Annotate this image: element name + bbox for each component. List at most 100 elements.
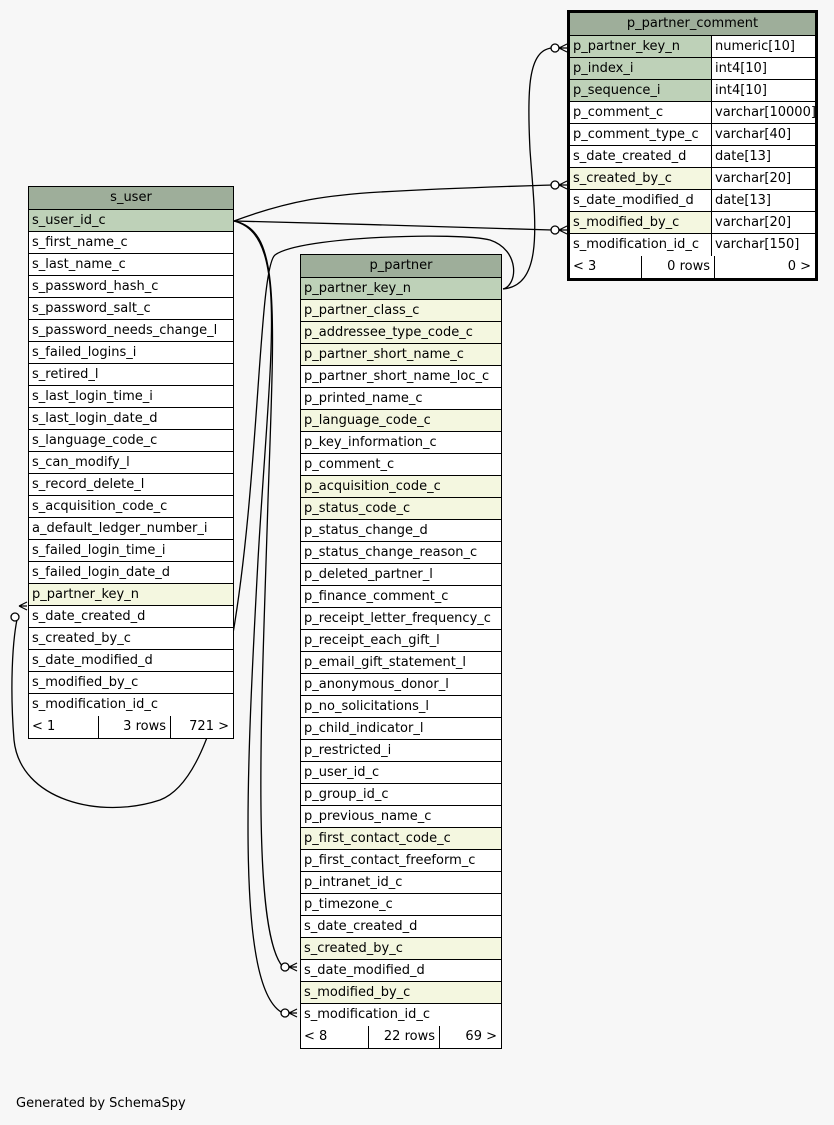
column-row[interactable]: p_restricted_i <box>301 740 501 762</box>
column-row[interactable]: p_printed_name_c <box>301 388 501 410</box>
parents-link[interactable]: < 1 <box>32 719 56 734</box>
column-name: p_partner_class_c <box>304 303 420 318</box>
column-row[interactable]: s_date_modified_d <box>29 650 233 672</box>
column-name: s_language_code_c <box>32 433 158 448</box>
column-row[interactable]: s_created_by_c <box>301 938 501 960</box>
column-row[interactable]: s_retired_l <box>29 364 233 386</box>
column-row[interactable]: s_language_code_c <box>29 430 233 452</box>
column-row[interactable]: s_password_salt_c <box>29 298 233 320</box>
column-row[interactable]: p_user_id_c <box>301 762 501 784</box>
column-row[interactable]: s_first_name_c <box>29 232 233 254</box>
column-row[interactable]: s_last_name_c <box>29 254 233 276</box>
column-row[interactable]: s_user_id_c <box>29 210 233 232</box>
column-row[interactable]: p_status_change_reason_c <box>301 542 501 564</box>
table-title[interactable]: s_user <box>29 187 233 210</box>
column-row[interactable]: p_intranet_id_c <box>301 872 501 894</box>
column-name: p_anonymous_donor_l <box>304 677 449 692</box>
column-row[interactable]: p_comment_c <box>301 454 501 476</box>
children-link[interactable]: 69 > <box>439 1026 501 1048</box>
column-row[interactable]: s_created_by_c <box>29 628 233 650</box>
parents-link[interactable]: < 3 <box>573 259 597 274</box>
column-row[interactable]: p_anonymous_donor_l <box>301 674 501 696</box>
column-row[interactable]: p_group_id_c <box>301 784 501 806</box>
column-row[interactable]: p_partner_short_name_c <box>301 344 501 366</box>
column-name: s_modification_id_c <box>32 697 158 712</box>
column-row[interactable]: p_timezone_c <box>301 894 501 916</box>
column-row[interactable]: p_partner_key_n <box>29 584 233 606</box>
children-link[interactable]: 721 > <box>170 716 233 738</box>
column-row[interactable]: s_last_login_date_d <box>29 408 233 430</box>
table-p-partner[interactable]: p_partner p_partner_key_n p_partner_class… <box>300 254 502 1049</box>
column-type: varchar[40] <box>711 124 815 145</box>
column-name: p_acquisition_code_c <box>304 479 441 494</box>
column-row[interactable]: s_modification_id_c <box>301 1004 501 1026</box>
column-row[interactable]: p_partner_key_n <box>301 278 501 300</box>
table-footer: < 3 0 rows 0 > <box>570 256 815 278</box>
column-row[interactable]: p_key_information_c <box>301 432 501 454</box>
column-row[interactable]: p_previous_name_c <box>301 806 501 828</box>
column-row[interactable]: p_finance_comment_c <box>301 586 501 608</box>
column-row[interactable]: s_record_delete_l <box>29 474 233 496</box>
column-row[interactable]: p_child_indicator_l <box>301 718 501 740</box>
cardinality-marker <box>280 962 290 972</box>
crows-foot-marker <box>288 1008 298 1018</box>
column-row[interactable]: p_addressee_type_code_c <box>301 322 501 344</box>
column-name: s_modified_by_c <box>32 675 139 690</box>
column-row[interactable]: p_status_change_d <box>301 520 501 542</box>
column-row[interactable]: p_deleted_partner_l <box>301 564 501 586</box>
relation-user-partner-key <box>11 235 515 809</box>
children-link[interactable]: 0 > <box>714 256 815 278</box>
column-row[interactable]: s_date_created_d <box>301 916 501 938</box>
column-name: p_status_change_d <box>304 523 428 538</box>
column-row[interactable]: s_date_created_d <box>29 606 233 628</box>
column-name: p_status_code_c <box>304 501 411 516</box>
column-name: p_language_code_c <box>304 413 431 428</box>
column-name: p_partner_key_n <box>573 39 680 54</box>
column-row[interactable]: s_failed_login_time_i <box>29 540 233 562</box>
column-row[interactable]: s_failed_login_date_d <box>29 562 233 584</box>
column-row[interactable]: p_receipt_each_gift_l <box>301 630 501 652</box>
column-type: varchar[20] <box>711 212 815 233</box>
column-row[interactable]: p_receipt_letter_frequency_c <box>301 608 501 630</box>
column-row[interactable]: p_first_contact_code_c <box>301 828 501 850</box>
column-row[interactable]: s_acquisition_code_c <box>29 496 233 518</box>
column-row[interactable]: s_failed_logins_i <box>29 342 233 364</box>
column-row[interactable]: s_date_modified_d <box>301 960 501 982</box>
column-row[interactable]: p_first_contact_freeform_c <box>301 850 501 872</box>
column-row[interactable]: s_modification_id_c <box>29 694 233 716</box>
column-row[interactable]: p_language_code_c <box>301 410 501 432</box>
table-title[interactable]: p_partner <box>301 255 501 278</box>
column-row[interactable]: s_modified_by_c <box>29 672 233 694</box>
table-title[interactable]: p_partner_comment <box>570 13 815 36</box>
column-row[interactable]: p_status_code_c <box>301 498 501 520</box>
column-row[interactable]: a_default_ledger_number_i <box>29 518 233 540</box>
column-name: p_receipt_each_gift_l <box>304 633 440 648</box>
column-row[interactable]: p_no_solicitations_l <box>301 696 501 718</box>
column-row[interactable]: p_acquisition_code_c <box>301 476 501 498</box>
column-row[interactable]: s_password_needs_change_l <box>29 320 233 342</box>
column-row[interactable]: p_partner_short_name_loc_c <box>301 366 501 388</box>
crows-foot-marker <box>18 601 28 611</box>
column-row[interactable]: p_email_gift_statement_l <box>301 652 501 674</box>
column-row[interactable]: p_partner_class_c <box>301 300 501 322</box>
column-row[interactable]: s_modified_by_c <box>301 982 501 1004</box>
column-row[interactable]: s_can_modify_l <box>29 452 233 474</box>
column-name: p_key_information_c <box>304 435 437 450</box>
parents-link[interactable]: < 8 <box>304 1029 328 1044</box>
column-name: p_partner_short_name_loc_c <box>304 369 490 384</box>
column-row[interactable]: s_last_login_time_i <box>29 386 233 408</box>
column-row[interactable]: s_password_hash_c <box>29 276 233 298</box>
